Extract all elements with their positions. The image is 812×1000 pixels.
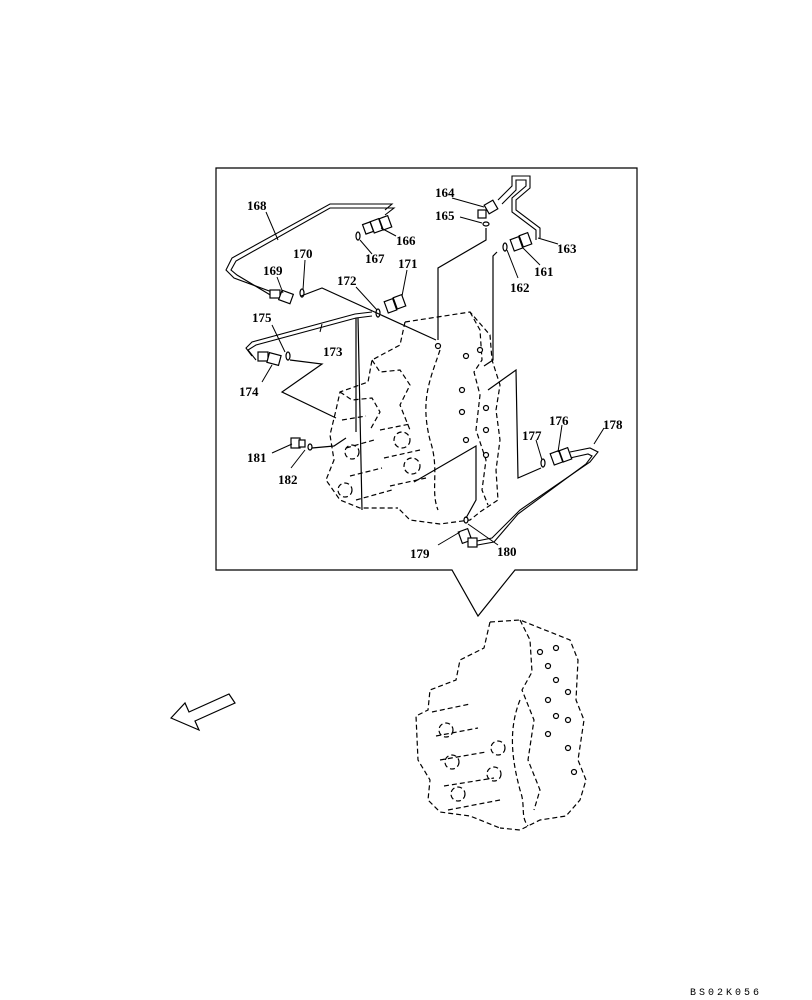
part-label-171: 171 bbox=[398, 256, 418, 271]
o-ring-167 bbox=[355, 231, 361, 241]
part-label-176: 176 bbox=[549, 413, 569, 428]
fitting-174 bbox=[257, 351, 282, 367]
part-label-170: 170 bbox=[293, 246, 313, 261]
fitting-176 bbox=[549, 446, 573, 466]
o-ring-175 bbox=[285, 351, 291, 361]
part-labels: 168 170 169 172 171 175 173 174 164 165 … bbox=[239, 185, 623, 561]
part-label-167: 167 bbox=[365, 251, 385, 266]
part-label-164: 164 bbox=[435, 185, 455, 200]
direction-arrow-icon bbox=[169, 693, 236, 732]
leader-lines bbox=[261, 197, 605, 546]
fitting-171 bbox=[383, 293, 407, 314]
part-label-175: 175 bbox=[252, 310, 272, 325]
reference-code: BS02K056 bbox=[690, 988, 762, 999]
part-label-177: 177 bbox=[522, 428, 542, 443]
pipe-178 bbox=[471, 447, 599, 543]
part-label-173: 173 bbox=[323, 344, 343, 359]
fitting-181 bbox=[290, 437, 306, 449]
part-label-180: 180 bbox=[497, 544, 517, 559]
part-label-181: 181 bbox=[247, 450, 267, 465]
o-ring-182 bbox=[307, 443, 313, 451]
connection-lines bbox=[280, 228, 542, 519]
part-label-165: 165 bbox=[435, 208, 455, 223]
fitting-166 bbox=[361, 214, 393, 235]
pipe-163 bbox=[497, 175, 541, 238]
part-label-168: 168 bbox=[247, 198, 267, 213]
detail-callout-frame bbox=[215, 167, 638, 618]
o-ring-162 bbox=[502, 242, 508, 252]
part-label-178: 178 bbox=[603, 417, 623, 432]
part-label-162: 162 bbox=[510, 280, 530, 295]
fitting-179 bbox=[457, 527, 478, 548]
o-ring-177 bbox=[540, 458, 546, 468]
part-label-172: 172 bbox=[337, 273, 357, 288]
part-label-174: 174 bbox=[239, 384, 259, 399]
elbow-164 bbox=[477, 199, 499, 219]
part-label-169: 169 bbox=[263, 263, 283, 278]
part-label-182: 182 bbox=[278, 472, 298, 487]
control-valve-overview bbox=[415, 619, 587, 831]
control-valve-detail bbox=[325, 311, 501, 525]
part-label-179: 179 bbox=[410, 546, 430, 561]
part-label-163: 163 bbox=[557, 241, 577, 256]
part-label-166: 166 bbox=[396, 233, 416, 248]
part-label-161: 161 bbox=[534, 264, 554, 279]
pipe-168 bbox=[225, 203, 394, 293]
fitting-169 bbox=[269, 289, 295, 305]
o-ring-165 bbox=[482, 221, 490, 227]
fitting-161 bbox=[509, 231, 533, 252]
